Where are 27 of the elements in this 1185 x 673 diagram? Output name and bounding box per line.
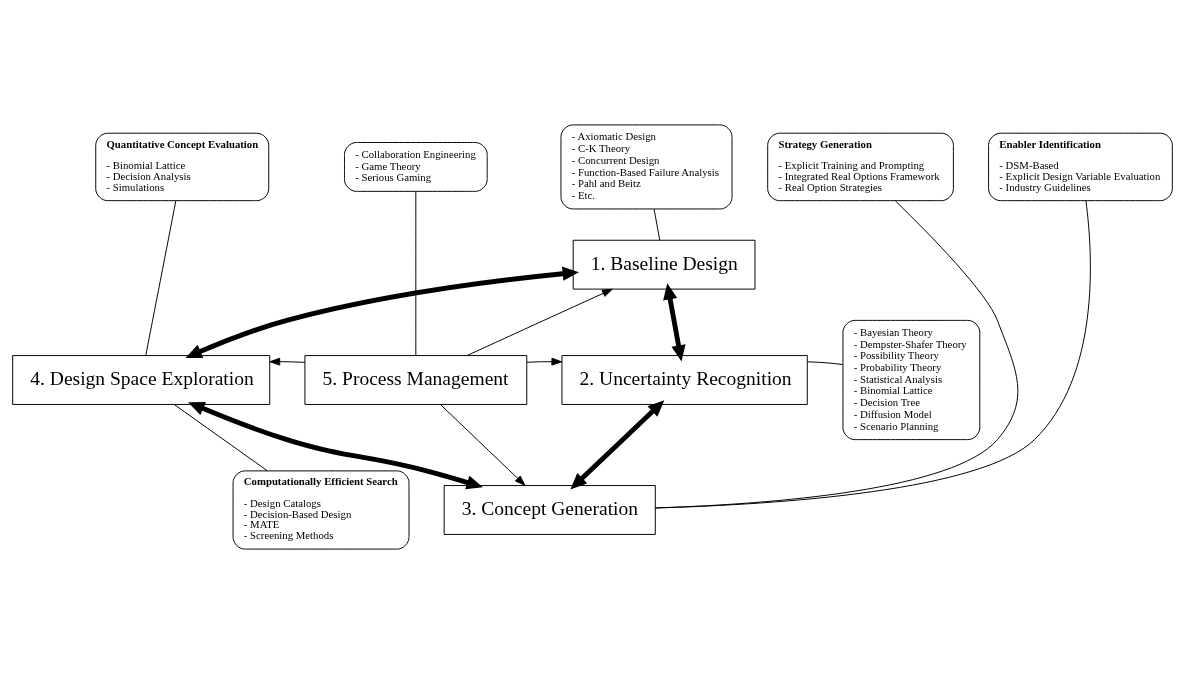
arrow xyxy=(188,401,483,489)
arrow xyxy=(439,403,526,486)
node-box: Strategy Generation - Explicit Training and Prompting - Integrated Real Options Framework - Real Option Strategies xyxy=(767,132,954,201)
node-box: 1. Baseline Design xyxy=(572,239,756,290)
node-box: 4. Design Space Exploration xyxy=(12,354,271,405)
connector xyxy=(173,403,268,471)
node-box: Quantitative Concept Evaluation - Binomial Lattice - Decision Analysis - Simulations xyxy=(95,132,270,201)
node-box: Computationally Efficient Search - Design Catalogs - Decision-Based Design - MATE - Screening Methods xyxy=(232,469,410,550)
connector xyxy=(145,199,177,356)
node-box: - Collaboration Engineering - Game Theory - Serious Gaming xyxy=(344,141,488,192)
node-box: 2. Uncertainty Recognition xyxy=(561,354,808,405)
node-box: 5. Process Management xyxy=(304,354,528,405)
arrow xyxy=(185,266,579,358)
node-box: 3. Concept Generation xyxy=(443,484,656,535)
node-box: - Axiomatic Design - C-K Theory - Concurrent Design - Function-Based Failure Analysis - Pahl and Beitz - Etc. xyxy=(560,123,733,209)
connector xyxy=(415,190,417,356)
node-box: - Bayesian Theory - Dempster-Shafer Theory - Possibility Theory - Probability Theory - Statistical Analysis - Binomial Lattice - Decision Tree - Diffusion Model - Scenario Planning xyxy=(842,319,981,440)
arrow xyxy=(570,399,665,489)
connector xyxy=(806,360,844,365)
connector xyxy=(654,200,1091,508)
arrow xyxy=(526,357,563,366)
arrow xyxy=(269,357,306,366)
connector xyxy=(653,208,661,241)
node-box: Enabler Identification - DSM-Based - Explicit Design Variable Evaluation - Industry Guidelines xyxy=(988,132,1173,201)
arrow xyxy=(466,288,613,356)
connector xyxy=(655,200,1019,508)
arrow xyxy=(663,282,686,362)
